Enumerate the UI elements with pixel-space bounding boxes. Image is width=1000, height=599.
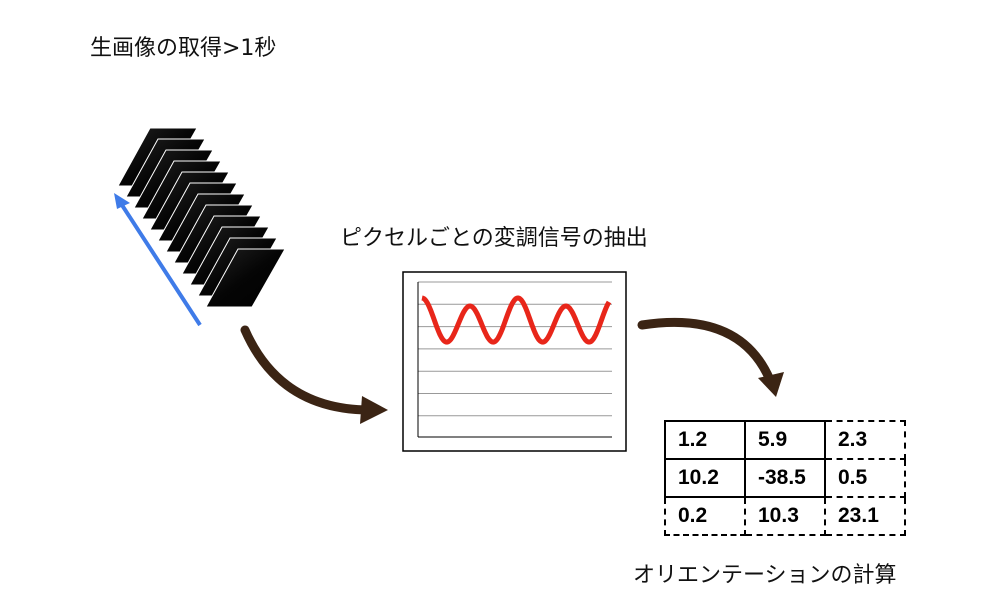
signal-line xyxy=(420,295,612,345)
table-cell: 10.3 xyxy=(744,496,826,536)
table-cell: 23.1 xyxy=(824,496,906,536)
image-frame-stack xyxy=(117,127,286,308)
image-frame xyxy=(205,248,286,308)
table-row: 1.2 5.9 2.3 xyxy=(664,420,906,460)
time-arrow xyxy=(114,193,202,327)
flow-arrow-1 xyxy=(240,325,388,424)
signal-chart xyxy=(402,271,627,452)
flow-arrow-2 xyxy=(637,317,784,397)
table-cell: 5.9 xyxy=(744,420,826,460)
acquire-label: 生画像の取得>1秒 xyxy=(90,36,277,61)
table-cell: 1.2 xyxy=(664,420,746,460)
table-cell: 0.2 xyxy=(664,496,746,536)
table-cell: -38.5 xyxy=(744,458,826,498)
compute-label: オリエンテーションの計算 xyxy=(633,563,897,588)
table-cell: 0.5 xyxy=(824,458,906,498)
table-cell: 10.2 xyxy=(664,458,746,498)
orientation-table: 1.2 5.9 2.3 10.2 -38.5 0.5 0.2 10.3 23.1 xyxy=(664,420,906,536)
table-row: 0.2 10.3 23.1 xyxy=(664,496,906,536)
extract-label: ピクセルごとの変調信号の抽出 xyxy=(340,226,648,251)
table-row: 10.2 -38.5 0.5 xyxy=(664,458,906,498)
table-cell: 2.3 xyxy=(824,420,906,460)
